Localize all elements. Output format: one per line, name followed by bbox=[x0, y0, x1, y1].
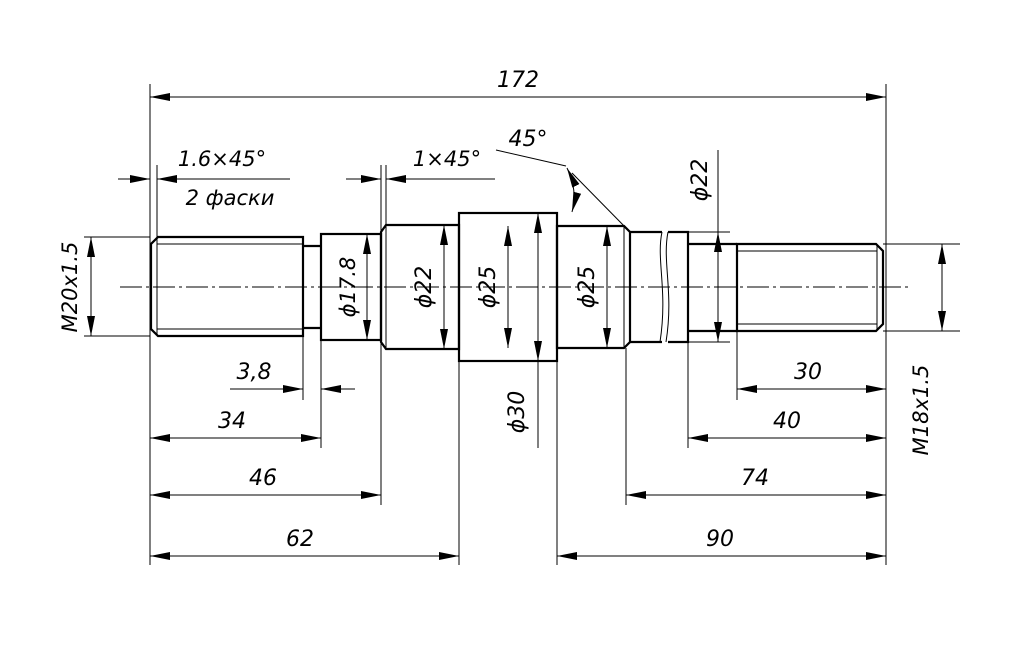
angle-annotation bbox=[495, 149, 631, 233]
dim-text-46: 46 bbox=[249, 466, 277, 491]
relief-groove bbox=[303, 244, 321, 330]
dia-text-m18: M18x1.5 bbox=[909, 365, 933, 456]
dia-text-d25-left: ϕ25 bbox=[476, 266, 501, 309]
dia-text-d22-left: ϕ22 bbox=[412, 266, 437, 309]
diameter-dimensions bbox=[87, 150, 946, 448]
dim-text-74: 74 bbox=[741, 466, 769, 491]
dim-text-30: 30 bbox=[794, 360, 822, 385]
angle-text: 45° bbox=[509, 127, 548, 152]
dia-text-d22-right: ϕ22 bbox=[688, 159, 713, 202]
right-relief bbox=[688, 242, 737, 333]
dim-text-90: 90 bbox=[706, 527, 734, 552]
dim-text-172: 172 bbox=[497, 68, 539, 93]
dia-text-m20: M20x1.5 bbox=[58, 242, 82, 333]
length-dimensions bbox=[118, 93, 886, 560]
dim-text-62: 62 bbox=[286, 527, 314, 552]
dim-text-34: 34 bbox=[218, 409, 246, 434]
chamfer-left-text: 1.6×45° bbox=[178, 147, 266, 171]
break-line-2 bbox=[665, 231, 670, 343]
dia-text-d25-right: ϕ25 bbox=[575, 266, 600, 309]
dia-text-d17-8: ϕ17.8 bbox=[336, 257, 360, 318]
dim-text-40: 40 bbox=[773, 409, 801, 434]
dia-text-d30: ϕ30 bbox=[505, 391, 530, 434]
chamfer-left-note: 2 фаски bbox=[186, 186, 275, 210]
break-line-1 bbox=[659, 231, 664, 343]
chamfer-mid-text: 1×45° bbox=[413, 147, 481, 171]
left-thread-section bbox=[149, 235, 305, 338]
right-thread-section bbox=[735, 242, 885, 333]
extension-lines bbox=[84, 84, 960, 565]
shaft-outline bbox=[149, 211, 885, 363]
dim-text-3-8: 3,8 bbox=[237, 360, 272, 385]
